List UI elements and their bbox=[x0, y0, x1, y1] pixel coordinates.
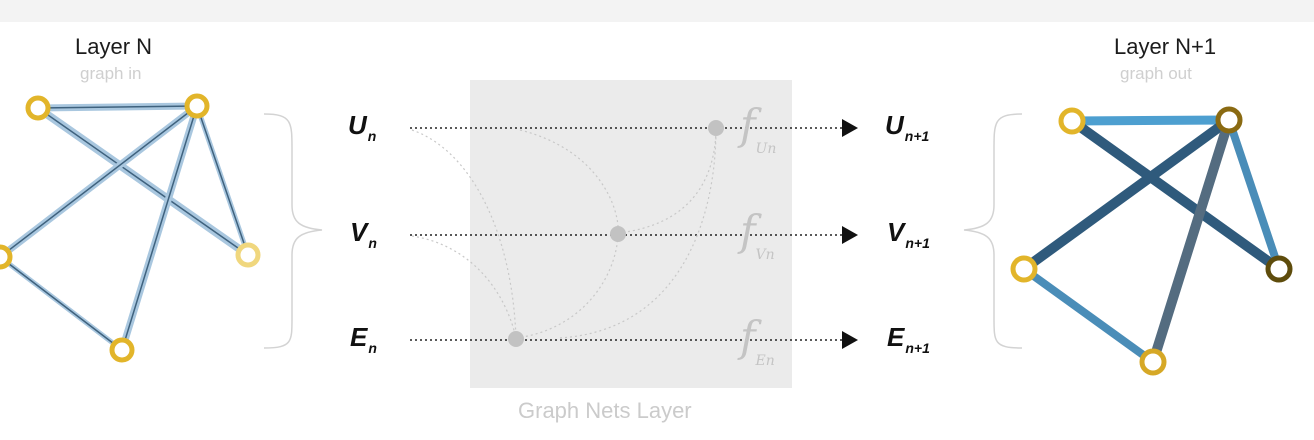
graph-node bbox=[1139, 348, 1167, 376]
input-graph bbox=[0, 93, 261, 363]
edge bbox=[1020, 265, 1157, 366]
graph-node bbox=[235, 242, 261, 268]
edge bbox=[1019, 115, 1234, 274]
edge bbox=[1148, 115, 1234, 367]
output-v-sub: n+1 bbox=[905, 235, 930, 251]
function-v-symbol: f bbox=[740, 206, 756, 255]
graph-node bbox=[0, 244, 13, 270]
edge bbox=[1067, 115, 1234, 126]
edge-core bbox=[121, 105, 198, 351]
function-e-sub: En bbox=[755, 353, 775, 369]
input-graph-title: Layer N bbox=[75, 34, 153, 59]
edge-core bbox=[196, 105, 249, 256]
function-u-symbol: f bbox=[740, 100, 756, 149]
dependency-curve bbox=[617, 129, 717, 234]
update-function-v: fVn bbox=[740, 206, 775, 263]
output-u-sub: n+1 bbox=[904, 128, 930, 144]
graph-nets-layer-block bbox=[470, 80, 792, 388]
input-v-sub: n bbox=[368, 235, 377, 251]
input-v-symbol: V bbox=[350, 217, 368, 247]
input-v-label: Vn bbox=[350, 217, 377, 251]
edge-core bbox=[0, 256, 123, 351]
edge bbox=[1225, 116, 1283, 273]
output-u-symbol: U bbox=[885, 110, 904, 140]
update-node-v bbox=[610, 226, 626, 242]
top-band bbox=[0, 0, 1314, 22]
input-graph-subtitle: graph in bbox=[80, 64, 142, 83]
graph-nets-layer-caption: Graph Nets Layer bbox=[518, 398, 692, 423]
edge-core bbox=[37, 107, 249, 256]
function-u-sub: Un bbox=[755, 141, 777, 157]
output-graph bbox=[1010, 106, 1293, 376]
arrow-head-v bbox=[842, 226, 858, 244]
output-e-symbol: E bbox=[887, 322, 905, 352]
edge-core bbox=[0, 105, 198, 258]
input-u-sub: n bbox=[367, 128, 377, 144]
input-e-symbol: E bbox=[350, 322, 368, 352]
graph-node bbox=[1010, 255, 1038, 283]
graph-node bbox=[184, 93, 210, 119]
graph-node bbox=[25, 95, 51, 121]
left-brace bbox=[263, 113, 323, 349]
output-graph-subtitle: graph out bbox=[1120, 64, 1192, 83]
graph-node bbox=[1215, 106, 1243, 134]
update-node-u bbox=[708, 120, 724, 136]
graph-node bbox=[1058, 107, 1086, 135]
update-function-e: fEn bbox=[740, 312, 775, 369]
input-e-sub: n bbox=[368, 340, 377, 356]
edge-core bbox=[37, 105, 198, 109]
input-u-label: Un bbox=[348, 110, 376, 144]
output-graph-title: Layer N+1 bbox=[1114, 34, 1217, 59]
input-u-symbol: U bbox=[348, 110, 367, 140]
graph-node bbox=[1265, 255, 1293, 283]
update-function-u: fUn bbox=[740, 100, 776, 157]
output-v-label: Vn+1 bbox=[887, 217, 930, 251]
graph-node bbox=[109, 337, 135, 363]
dependency-curve bbox=[515, 235, 619, 339]
arrow-head-e bbox=[842, 331, 858, 349]
input-e-label: En bbox=[350, 322, 377, 356]
edge bbox=[1067, 116, 1284, 274]
arrow-head-u bbox=[842, 119, 858, 137]
output-u-label: Un+1 bbox=[885, 110, 929, 144]
right-brace bbox=[963, 113, 1023, 349]
update-node-e bbox=[508, 331, 524, 347]
output-e-label: En+1 bbox=[887, 322, 930, 356]
output-e-sub: n+1 bbox=[905, 340, 930, 356]
function-e-symbol: f bbox=[740, 312, 756, 361]
dependency-curve bbox=[519, 129, 619, 234]
function-v-sub: Vn bbox=[755, 247, 775, 263]
dependency-curve bbox=[411, 129, 517, 339]
output-v-symbol: V bbox=[887, 217, 905, 247]
